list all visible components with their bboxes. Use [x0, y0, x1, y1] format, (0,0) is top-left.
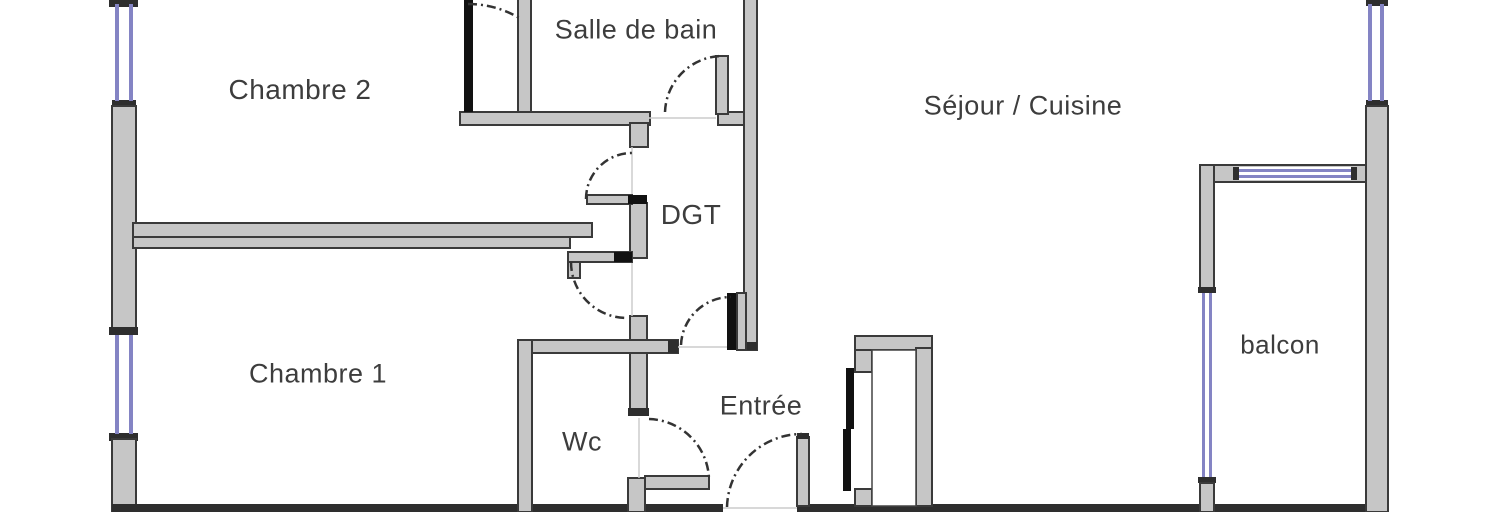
- dgt-sejour-door-leaf: [727, 293, 737, 350]
- balcony-top-window-cap: [1351, 167, 1357, 180]
- door-leaves: [464, 0, 854, 507]
- balcony-left-wall-upper: [1199, 164, 1215, 289]
- left-wall-top-cap: [109, 0, 138, 7]
- bottom-wall-left: [112, 504, 723, 512]
- right-window-pane: [1380, 4, 1384, 101]
- bathroom-door-leaf: [715, 55, 729, 115]
- chambre1-door-arc: [569, 261, 628, 320]
- right-window-pane: [1368, 4, 1372, 101]
- left-window2-pane: [129, 335, 133, 434]
- wc-door-arc: [648, 417, 711, 480]
- balcony-top-window-cap: [1233, 167, 1239, 180]
- room-label-balcon: balcon: [1240, 329, 1320, 360]
- chambre1-door-hinge-block: [614, 252, 632, 262]
- room-label-chambre-2: Chambre 2: [228, 74, 372, 105]
- closet-left-stub-bottom: [854, 488, 873, 507]
- dgt-west-wall-upper: [629, 202, 648, 259]
- chambre2-door-hinge-block: [628, 195, 647, 204]
- closet-bifold-door-leaf: [846, 368, 854, 429]
- wc-left-wall: [517, 339, 533, 512]
- right-window-bottom-cap: [1366, 100, 1388, 108]
- room-label-wc: Wc: [562, 426, 602, 457]
- entry-door-leaf-cap: [797, 433, 809, 439]
- room-label-chambre-1: Chambre 1: [248, 358, 388, 389]
- room-label-sejour-cuisine: Séjour / Cuisine: [923, 90, 1123, 121]
- dgt-sejour-door-arc: [679, 295, 732, 346]
- entry-door-arc: [725, 432, 803, 508]
- interior-walls: [132, 0, 1367, 512]
- balcony-left-window-pane: [1209, 293, 1212, 477]
- closet-inner-outline: [871, 349, 917, 507]
- bottom-wall-right: [797, 504, 1388, 512]
- chambre1-top-wall: [132, 236, 571, 249]
- sejour-west-wall-cap: [744, 342, 757, 350]
- chambre2-door-leaf: [586, 194, 633, 205]
- wc-top-wall: [517, 339, 679, 354]
- left-window1-bottom-cap: [112, 100, 136, 108]
- left-window2-bottom-cap: [109, 433, 138, 441]
- chambre2-closet-door-arc: [467, 2, 522, 21]
- balcony-top-window-pane: [1238, 175, 1352, 178]
- balcony-window-top-cap: [1198, 287, 1216, 293]
- balcony-top-window-bg: [1238, 167, 1352, 180]
- left-window1-pane: [115, 4, 119, 101]
- left-window2-top-cap: [109, 327, 138, 335]
- left-window1-pane: [129, 4, 133, 101]
- wc-door-stub: [627, 477, 646, 512]
- left-window2-pane: [115, 335, 119, 434]
- left-wall-lower: [111, 438, 137, 512]
- left-wall-upper: [111, 105, 137, 331]
- chambre2-closet-door-leaf: [464, 0, 473, 112]
- room-label-salle-de-bain: Salle de bain: [554, 14, 718, 45]
- dgt-top-stub: [629, 122, 649, 148]
- closet-left-stub-top: [854, 349, 873, 373]
- room-label-entree: Entrée: [719, 390, 803, 421]
- windows: [115, 4, 1384, 434]
- wc-door-leaf: [644, 475, 710, 490]
- balcony-left-window-pane: [1202, 293, 1205, 477]
- right-wall: [1365, 105, 1389, 512]
- balcony-top-window-pane: [1238, 169, 1352, 172]
- door-swing-arcs: [467, 2, 803, 508]
- dgt-sejour-door-jamb: [736, 292, 747, 351]
- closet-right-wall: [915, 347, 933, 507]
- wc-top-wall-cap: [668, 340, 678, 353]
- room-label-dgt: DGT: [660, 199, 722, 230]
- closet-bifold-door-leaf: [843, 429, 851, 491]
- chambre2-bottom-wall: [132, 222, 593, 238]
- chambre2-door-arc: [584, 151, 633, 200]
- door-thresholds: [631, 117, 797, 509]
- dgt-west-wall-lower: [629, 315, 648, 416]
- balcony-left-wall-lower: [1199, 482, 1215, 512]
- dgt-west-wall-cap: [628, 408, 649, 416]
- bathroom-bottom-wall: [459, 111, 651, 126]
- bathroom-divider-wall: [517, 0, 532, 119]
- right-wall-top-cap: [1366, 0, 1388, 6]
- balcony-window-bottom-cap: [1198, 477, 1216, 483]
- outer-walls: [109, 0, 1389, 512]
- entry-door-leaf: [796, 436, 810, 507]
- bathroom-door-arc: [663, 54, 724, 113]
